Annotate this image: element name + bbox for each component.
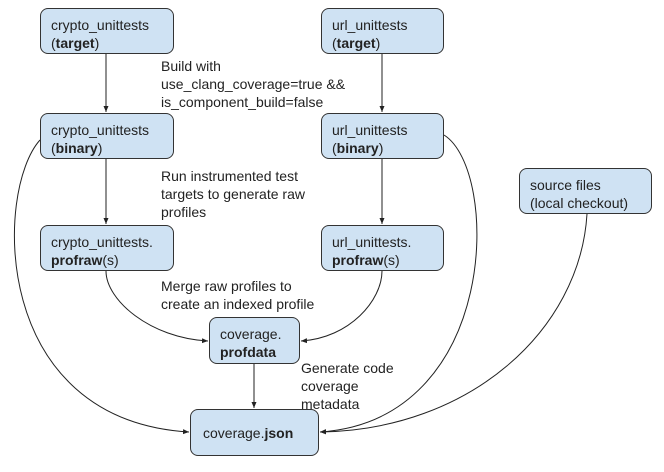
label-line: is_component_build=false bbox=[161, 94, 324, 110]
label-line: metadata bbox=[301, 396, 360, 412]
label-line: Merge raw profiles to bbox=[161, 278, 292, 294]
node-line1: url_unittests bbox=[332, 17, 408, 33]
node-crypto-unittests-binary: crypto_unittests (binary) bbox=[40, 113, 174, 159]
node-line1: crypto_unittests bbox=[51, 122, 150, 138]
node-line2: (binary) bbox=[51, 139, 163, 157]
edge-label-merge: Merge raw profiles to create an indexed … bbox=[161, 277, 314, 313]
node-line2: profdata bbox=[220, 343, 289, 361]
node-ext: profdata bbox=[220, 344, 276, 360]
node-crypto-unittests-profraw: crypto_unittests. profraw(s) bbox=[40, 225, 174, 271]
node-crypto-unittests-target: crypto_unittests (target) bbox=[40, 8, 174, 54]
node-suffix: (s) bbox=[102, 252, 119, 268]
edge-url-profraw-to-profdata bbox=[300, 270, 383, 344]
paren-open: ( bbox=[51, 140, 56, 156]
node-kind: binary bbox=[336, 140, 379, 156]
node-ext: profraw bbox=[332, 252, 384, 268]
node-coverage-profdata: coverage. profdata bbox=[209, 317, 300, 364]
label-line: Build with bbox=[161, 58, 221, 74]
edge-label-build: Build with use_clang_coverage=true && is… bbox=[161, 57, 345, 111]
paren-open: ( bbox=[332, 35, 337, 51]
label-line: Generate code bbox=[301, 360, 394, 376]
node-url-unittests-target: url_unittests (target) bbox=[321, 8, 444, 54]
node-kind: target bbox=[336, 35, 376, 51]
label-line: profiles bbox=[161, 204, 207, 220]
node-line1: coverage.json bbox=[203, 424, 293, 442]
edge-url-binary-to-json bbox=[319, 134, 478, 435]
label-line: coverage bbox=[301, 378, 359, 394]
node-line2: profraw(s) bbox=[51, 251, 163, 269]
node-kind: target bbox=[55, 35, 95, 51]
paren-close: ) bbox=[375, 35, 381, 51]
edge-source-to-json bbox=[319, 213, 588, 435]
paren-close: ) bbox=[378, 140, 384, 156]
node-coverage-json: coverage.json bbox=[190, 409, 319, 456]
edge-label-generate: Generate code coverage metadata bbox=[301, 359, 394, 413]
label-line: targets to generate raw bbox=[161, 186, 305, 202]
edge-label-run: Run instrumented test targets to generat… bbox=[161, 167, 305, 221]
node-line1: crypto_unittests. bbox=[51, 234, 153, 250]
label-line: Run instrumented test bbox=[161, 168, 298, 184]
node-prefix: coverage. bbox=[203, 424, 265, 441]
label-line: create an indexed profile bbox=[161, 296, 315, 312]
node-line1: source files bbox=[530, 177, 601, 193]
edge-crypto-binary-to-json bbox=[13, 139, 190, 435]
node-line1: url_unittests. bbox=[332, 234, 412, 250]
edge-crypto-profraw-to-profdata bbox=[105, 270, 209, 344]
label-line: use_clang_coverage=true && bbox=[161, 76, 346, 92]
node-suffix: (s) bbox=[383, 252, 400, 268]
node-line2: (target) bbox=[332, 34, 433, 52]
node-url-unittests-binary: url_unittests (binary) bbox=[321, 113, 444, 159]
paren-open: ( bbox=[51, 35, 56, 51]
node-line1: coverage. bbox=[220, 326, 282, 342]
node-line2: (binary) bbox=[332, 139, 433, 157]
node-line2: profraw(s) bbox=[332, 251, 433, 269]
node-ext: json bbox=[264, 424, 294, 441]
node-line1: crypto_unittests bbox=[51, 17, 150, 33]
node-line1: url_unittests bbox=[332, 122, 408, 138]
paren-open: ( bbox=[332, 140, 337, 156]
node-ext: profraw bbox=[51, 252, 103, 268]
node-line2: (target) bbox=[51, 34, 163, 52]
paren-close: ) bbox=[97, 140, 103, 156]
node-source-files: source files (local checkout) bbox=[519, 168, 652, 214]
paren-close: ) bbox=[94, 35, 100, 51]
node-line2: (local checkout) bbox=[530, 195, 629, 211]
node-url-unittests-profraw: url_unittests. profraw(s) bbox=[321, 225, 444, 271]
node-kind: binary bbox=[55, 140, 98, 156]
